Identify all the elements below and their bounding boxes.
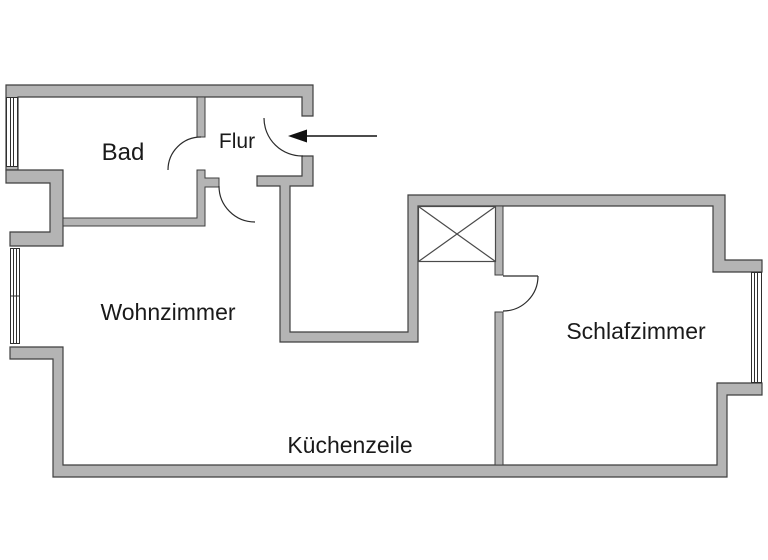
wall-bad-flur-upper	[196, 96, 206, 138]
entrance-door-arc	[263, 117, 304, 157]
wall-schlafzimmer-divider-upper	[494, 205, 504, 276]
wall-bad-flur-lower-and-bad-bottom	[62, 169, 220, 227]
room-label-kuechenzeile: Küchenzeile	[287, 432, 412, 458]
wall-top-left-section	[5, 84, 314, 171]
room-label-wohnzimmer: Wohnzimmer	[100, 299, 235, 325]
wall-bottom-section	[9, 346, 763, 478]
bad-window	[6, 97, 18, 167]
room-label-flur: Flur	[219, 130, 255, 153]
room-label-bad: Bad	[102, 139, 145, 166]
wall-flur-and-right-section	[256, 155, 763, 343]
schlafzimmer-window	[751, 272, 762, 383]
entrance-arrow-icon	[288, 129, 377, 143]
schlafzimmer-door	[502, 275, 539, 312]
wohnzimmer-door-arc	[218, 185, 256, 223]
wall-left-pier	[5, 169, 64, 247]
shaft-crossed-box-icon	[417, 205, 497, 263]
wohnzimmer-window	[10, 248, 20, 344]
bad-door-arc	[167, 136, 202, 171]
room-label-schlafzimmer: Schlafzimmer	[566, 318, 706, 344]
wall-schlafzimmer-divider-lower	[494, 311, 504, 466]
